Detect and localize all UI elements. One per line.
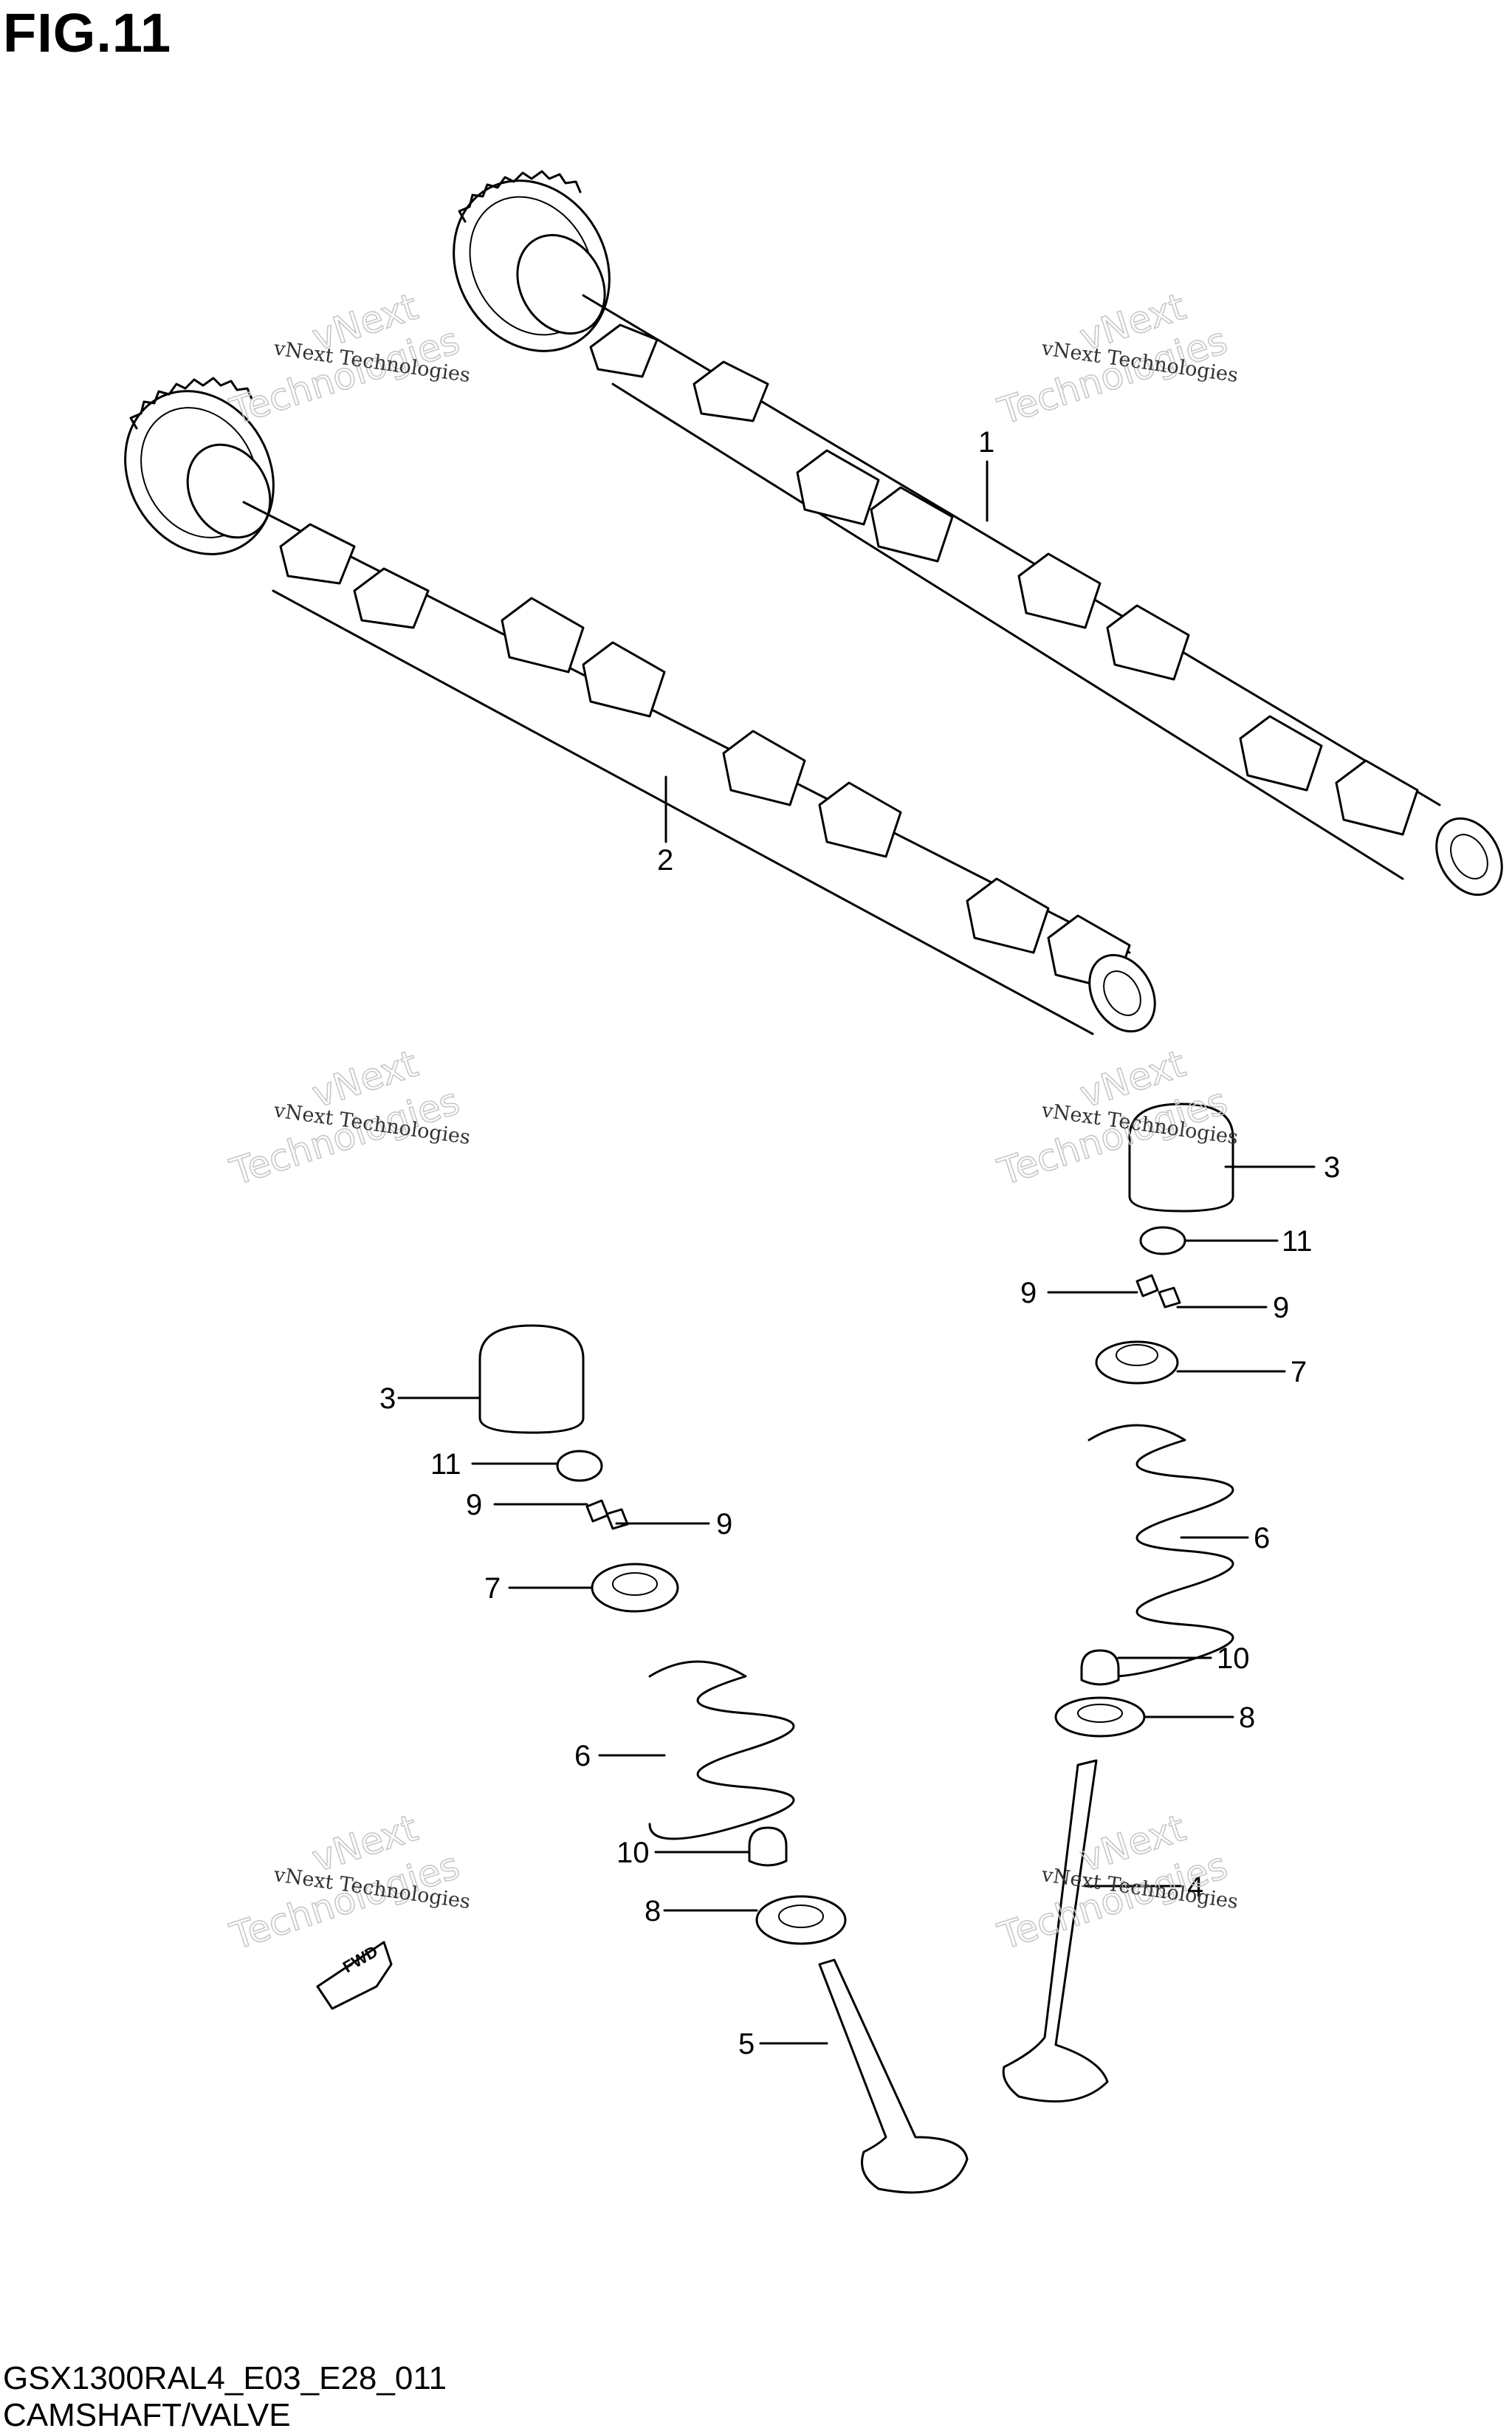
- watermark-bottom-left: vNext Technologies vNext Technologies: [224, 1806, 472, 1958]
- figure-title: FIG.11: [3, 2, 172, 64]
- spring-right[interactable]: [1087, 1424, 1234, 1678]
- shim-right[interactable]: [1139, 1226, 1186, 1255]
- callout-10-left: 10: [616, 1837, 650, 1869]
- callout-6-right: 6: [1254, 1522, 1270, 1554]
- callout-9-left-b: 9: [716, 1508, 732, 1540]
- model-code: GSX1300RAL4_E03_E28_011: [3, 2360, 447, 2396]
- callout-2: 2: [657, 844, 673, 877]
- callout-8-left: 8: [645, 1895, 661, 1927]
- watermark-top-left: vNext Technologies vNext Technologies: [224, 284, 472, 433]
- tappet-right[interactable]: [1128, 1103, 1234, 1213]
- watermark-top-right: vNext Technologies vNext Technologies: [992, 284, 1240, 433]
- callout-4: 4: [1187, 1871, 1203, 1903]
- callout-10-right: 10: [1217, 1642, 1250, 1675]
- retainer-left[interactable]: [591, 1563, 679, 1613]
- valve-left[interactable]: [818, 1958, 969, 2194]
- callout-7-left: 7: [484, 1572, 501, 1605]
- spring-seat-right[interactable]: [1054, 1696, 1146, 1738]
- watermark-bottom-right: vNext Technologies vNext Technologies: [992, 1806, 1240, 1958]
- retainer-right[interactable]: [1095, 1340, 1179, 1385]
- spring-seat-left[interactable]: [755, 1895, 847, 1945]
- callout-9-right-b: 9: [1273, 1292, 1289, 1324]
- callout-5: 5: [738, 2028, 755, 2060]
- valve-right[interactable]: [1002, 1759, 1109, 2103]
- callout-3-right: 3: [1324, 1151, 1340, 1184]
- spring-left[interactable]: [648, 1660, 795, 1840]
- camshaft-2[interactable]: [96, 364, 1168, 1043]
- callout-9-left-a: 9: [466, 1489, 482, 1521]
- cotter-left[interactable]: [585, 1499, 629, 1530]
- cotter-right[interactable]: [1135, 1274, 1181, 1309]
- callout-11-left: 11: [430, 1448, 461, 1481]
- shim-left[interactable]: [556, 1450, 603, 1482]
- tappet-left[interactable]: [478, 1324, 585, 1434]
- callout-7-right: 7: [1291, 1356, 1307, 1388]
- oil-seal-right[interactable]: [1080, 1649, 1120, 1686]
- callout-6-left: 6: [574, 1740, 591, 1772]
- callouts: 1 2 3 11 9 9 7 6 10 8 4 3 11 9 9 7 6 10 …: [379, 426, 1340, 2060]
- watermark-mid-left: vNext Technologies vNext Technologies: [224, 1041, 472, 1194]
- callout-11-right: 11: [1282, 1225, 1313, 1258]
- camshaft-1[interactable]: [423, 152, 1512, 907]
- callout-8-right: 8: [1239, 1701, 1255, 1734]
- oil-seal-left[interactable]: [748, 1826, 788, 1867]
- fwd-arrow-icon: FWD: [316, 1941, 393, 2010]
- callout-3-left: 3: [379, 1382, 396, 1415]
- leader-lines: [397, 460, 1316, 2045]
- callout-9-right-a: 9: [1020, 1277, 1037, 1309]
- section-name: CAMSHAFT/VALVE: [3, 2397, 291, 2433]
- callout-1: 1: [978, 426, 994, 459]
